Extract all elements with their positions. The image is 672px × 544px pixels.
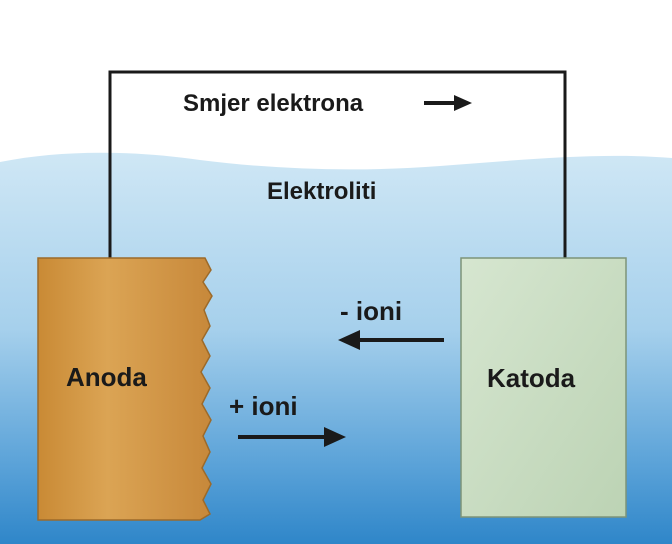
anode-label: Anoda xyxy=(66,362,147,392)
negative-ions-arrow xyxy=(338,330,444,350)
electron-direction-arrow xyxy=(424,95,472,111)
anode-electrode xyxy=(37,257,213,521)
cathode-electrode xyxy=(460,257,627,518)
wire-label: Smjer elektrona xyxy=(183,90,364,117)
positive-ions-arrow xyxy=(238,427,346,447)
electrolyte-label: Elektroliti xyxy=(267,178,376,205)
external-wire xyxy=(108,70,567,262)
positive-ions-label: + ioni xyxy=(229,391,298,421)
cathode-label: Katoda xyxy=(487,363,576,393)
negative-ions-label: - ioni xyxy=(340,296,402,326)
